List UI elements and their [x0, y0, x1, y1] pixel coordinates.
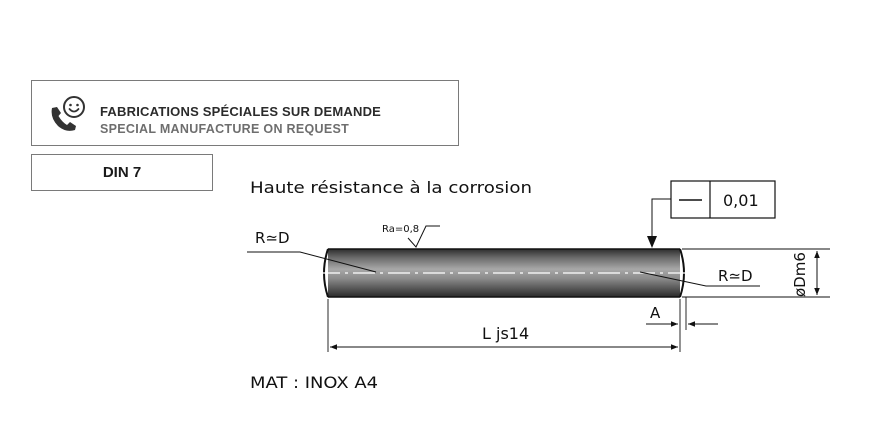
pin-body	[318, 248, 690, 298]
right-radius-label: R≃D	[718, 267, 753, 285]
banner-title-fr: FABRICATIONS SPÉCIALES SUR DEMANDE	[100, 104, 382, 119]
diameter-dimension: øDm6	[682, 248, 830, 298]
left-radius-callout: R≃D	[247, 229, 377, 273]
standard-label: DIN 7	[102, 164, 142, 181]
corrosion-note: Haute résistance à la corrosion	[250, 178, 532, 197]
roughness-label: Ra=0,8	[382, 224, 419, 235]
diameter-label: øDm6	[791, 252, 809, 297]
phone-smiley-icon	[51, 96, 85, 131]
chamfer-label: A	[650, 304, 661, 322]
material-label: MAT : INOX A4	[250, 373, 378, 392]
tolerance-value: 0,01	[723, 191, 759, 210]
banner-title-en: SPECIAL MANUFACTURE ON REQUEST	[100, 122, 350, 136]
length-dimension: L js14	[327, 299, 681, 352]
special-manufacture-banner: FABRICATIONS SPÉCIALES SUR DEMANDE SPECI…	[31, 80, 459, 146]
right-radius-callout: R≃D	[639, 267, 760, 287]
standard-box: DIN 7	[31, 154, 213, 191]
tolerance-frame: 0,01	[647, 180, 776, 248]
roughness-symbol: Ra=0,8	[382, 224, 440, 248]
chamfer-dimension: A	[646, 297, 718, 330]
length-label: L js14	[482, 324, 529, 343]
left-radius-label: R≃D	[255, 229, 290, 247]
